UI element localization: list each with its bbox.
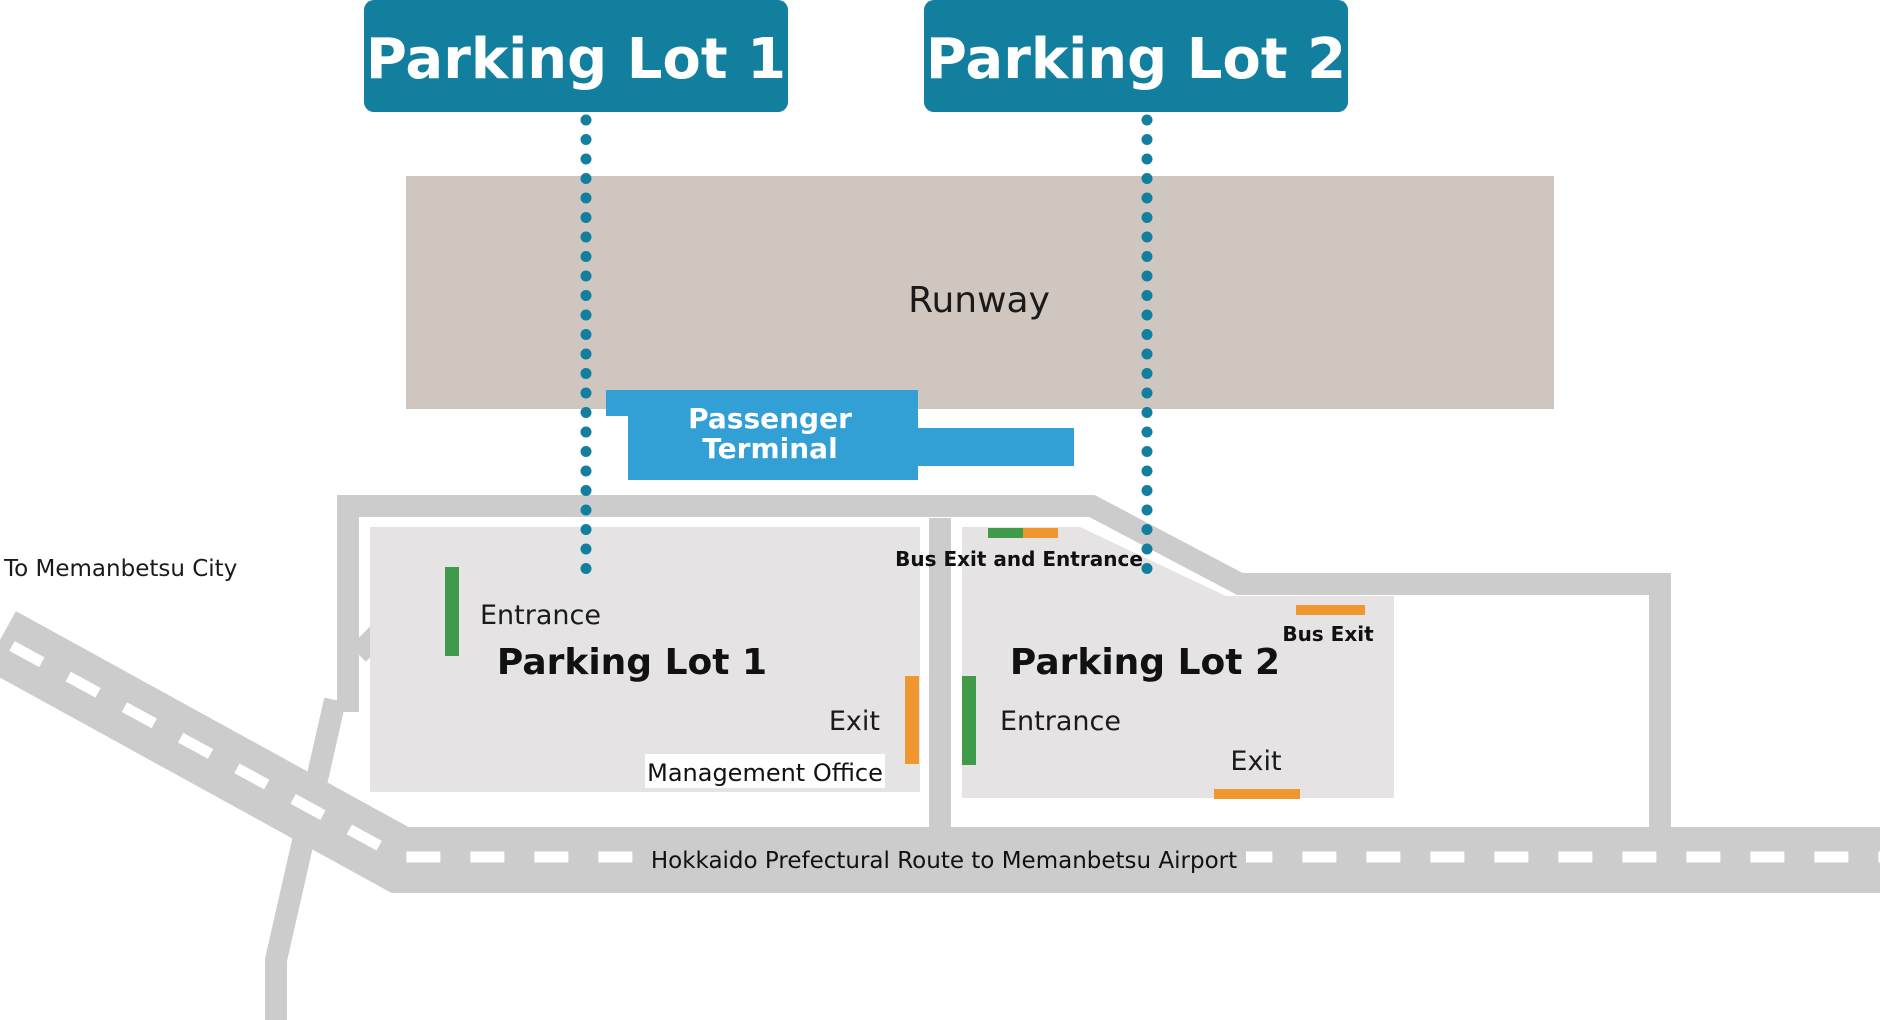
runway-label: Runway [908,280,1050,321]
route-lane-markings [9,641,1880,863]
bus-entrance-marker [988,528,1023,538]
lot2-entrance-marker [962,676,976,765]
parking-lot-2-callout-label: Parking Lot 2 [926,27,1346,92]
callout-leader-lines [580,114,1153,584]
terminal-label-line-1: Passenger [688,402,852,435]
lot1-title: Parking Lot 1 [497,642,767,683]
parking-lot-1-callout[interactable]: Parking Lot 1 [364,0,788,112]
runway-area [406,176,1554,409]
gate-markers [445,528,1365,799]
lot1-entrance-label: Entrance [480,600,601,631]
prefectural-route-label: Hokkaido Prefectural Route to Memanbetsu… [642,842,1246,876]
road-network [0,495,1880,1020]
lot2-exit-marker [1214,789,1300,799]
parking-lot-2-callout[interactable]: Parking Lot 2 [924,0,1348,112]
bus-exit-entrance-label: Bus Exit and Entrance [895,547,1143,571]
management-office-label: Management Office [647,759,883,787]
lot2-exit-label: Exit [1230,746,1281,777]
to-memanbetsu-city-label: To Memanbetsu City [3,556,237,582]
management-office-box[interactable] [645,754,885,788]
passenger-terminal[interactable] [606,390,1074,480]
lot2-title: Parking Lot 2 [1010,642,1280,683]
bus-exit-marker-top [1023,528,1058,538]
south-road [265,697,346,1020]
lot1-exit-marker [905,676,919,764]
parking-lot-1-callout-label: Parking Lot 1 [366,27,786,92]
lot1-entrance-marker [445,567,459,656]
parking-lot-2-area[interactable] [962,527,1394,798]
lot1-perimeter-road [337,495,940,712]
bus-exit-label: Bus Exit [1282,622,1374,646]
bus-exit-marker [1296,605,1365,615]
parking-lot-1-area[interactable] [370,527,920,792]
terminal-label-line-2: Terminal [702,432,837,465]
lot2-ring-road [930,495,1671,832]
prefectural-route-label-text: Hokkaido Prefectural Route to Memanbetsu… [651,848,1237,874]
lot1-exit-label: Exit [829,706,880,737]
lot2-entrance-label: Entrance [1000,706,1121,737]
